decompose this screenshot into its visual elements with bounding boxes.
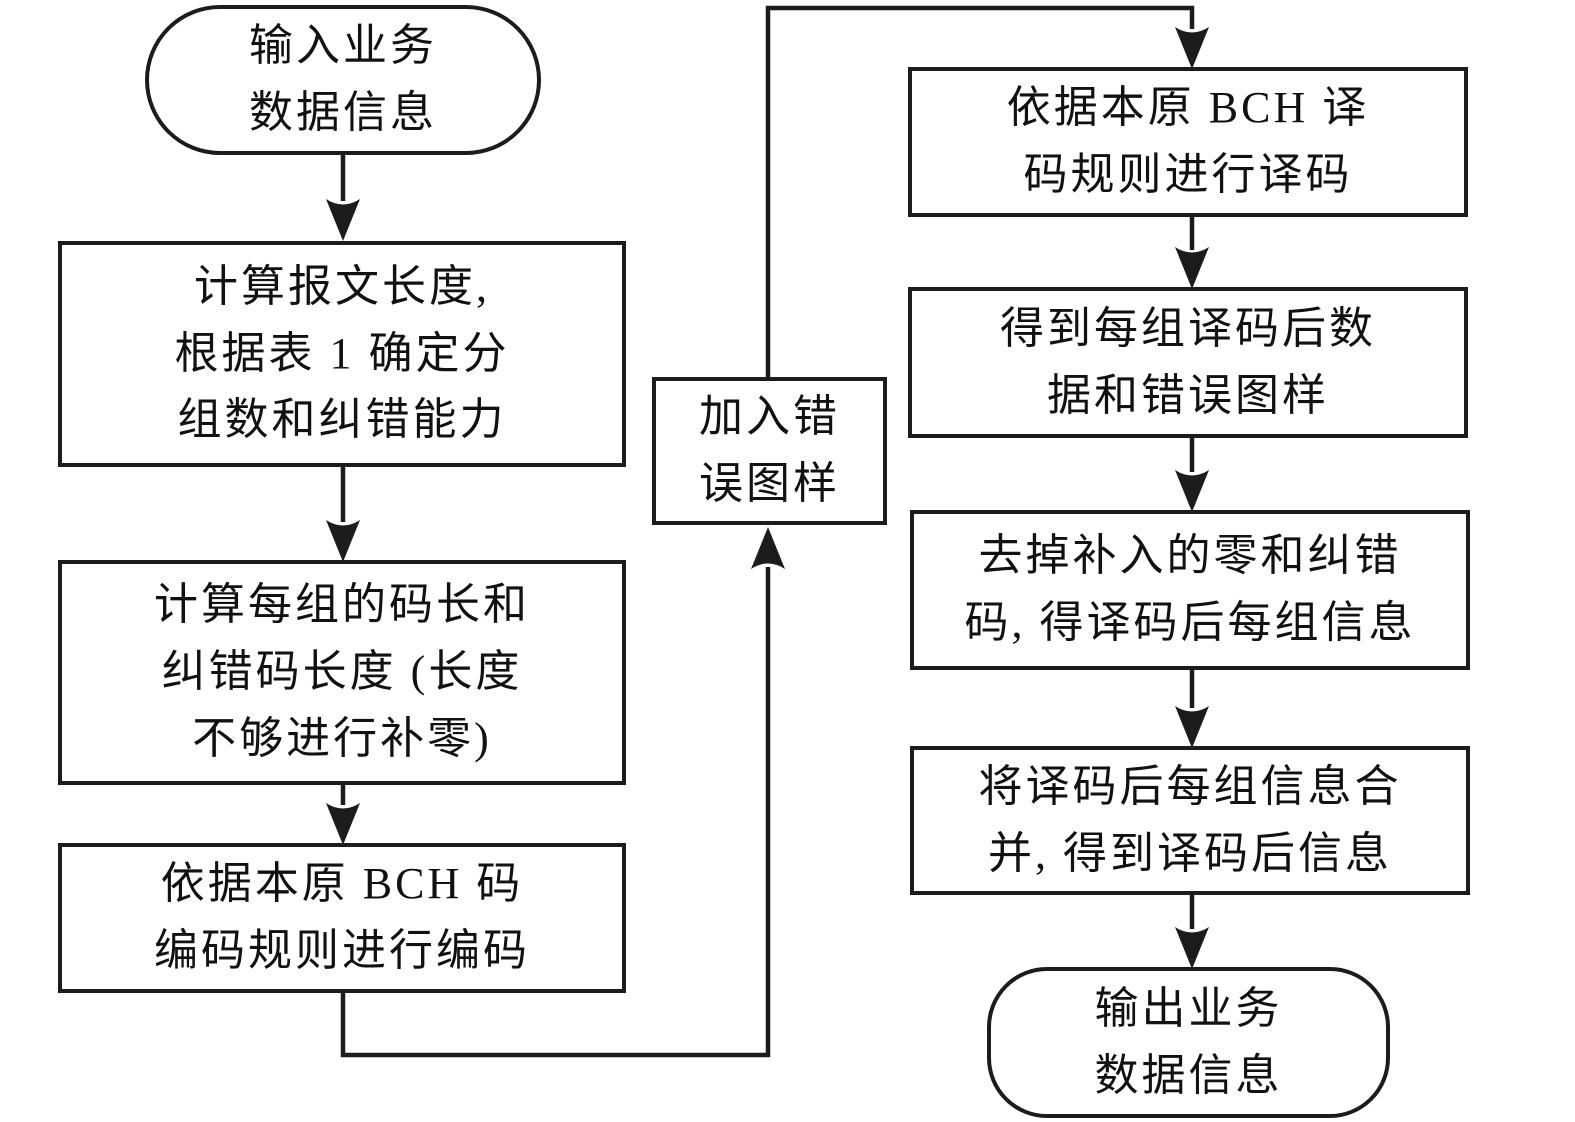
edge-encode-to-add-error-pattern [340, 567, 771, 1058]
arrowhead-merge-info [1175, 706, 1209, 748]
node-calc-code-length: 计算每组的码长和 纠错码长度 (长度 不够进行补零) [58, 560, 626, 785]
node-encode-line: 编码规则进行编码 [154, 926, 530, 975]
node-input-terminal-line: 数据信息 [249, 88, 437, 137]
arrowhead-calc-code-length [326, 520, 360, 562]
node-add-error-pattern: 加入错 误图样 [652, 377, 887, 525]
arrowhead-encode [326, 803, 360, 845]
node-encode-line: 依据本原 BCH 码 [160, 859, 524, 909]
node-decode-line: 码规则进行译码 [1023, 150, 1353, 199]
node-strip-padding-line: 去掉补入的零和纠错 [978, 531, 1402, 581]
node-input-terminal: 输入业务 数据信息 [145, 5, 541, 155]
node-calc-msg-length-line: 根据表 1 确定分 [174, 328, 510, 378]
node-add-error-pattern-line: 误图样 [699, 459, 840, 508]
edge-add-error-pattern-to-decode [765, 5, 1195, 379]
node-decode: 依据本原 BCH 译 码规则进行译码 [908, 67, 1468, 217]
arrowhead-decode [1175, 27, 1209, 69]
arrowhead-decoded-data [1175, 247, 1209, 289]
node-decoded-data-line: 得到每组译码后数 [1000, 303, 1376, 353]
node-strip-padding: 去掉补入的零和纠错 码, 得译码后每组信息 [910, 510, 1470, 670]
node-calc-code-length-line: 不够进行补零) [192, 713, 492, 763]
node-input-terminal-line: 输入业务 [249, 21, 437, 71]
node-output-terminal-line: 数据信息 [1094, 1050, 1283, 1100]
node-calc-code-length-line: 计算每组的码长和 [154, 580, 530, 630]
node-add-error-pattern-line: 加入错 [699, 392, 840, 442]
node-output-terminal: 输出业务 数据信息 [987, 967, 1390, 1118]
node-decoded-data: 得到每组译码后数 据和错误图样 [908, 287, 1468, 438]
node-calc-code-length-line: 纠错码长度 (长度 [161, 647, 523, 697]
node-calc-msg-length-line: 组数和纠错能力 [177, 395, 507, 445]
node-decode-line: 依据本原 BCH 译 [1006, 83, 1370, 133]
node-output-terminal-line: 输出业务 [1094, 983, 1283, 1033]
node-calc-msg-length: 计算报文长度, 根据表 1 确定分 组数和纠错能力 [58, 241, 626, 467]
arrowhead-add-error-pattern [751, 527, 785, 569]
arrowhead-strip-padding [1175, 470, 1209, 512]
node-merge-info-line: 并, 得到译码后信息 [988, 828, 1392, 878]
arrowhead-calc-msg-length [326, 199, 360, 241]
arrowhead-output [1175, 927, 1209, 969]
node-merge-info-line: 将译码后每组信息合 [978, 761, 1402, 811]
node-merge-info: 将译码后每组信息合 并, 得到译码后信息 [910, 746, 1470, 895]
node-calc-msg-length-line: 计算报文长度, [194, 261, 490, 311]
node-encode: 依据本原 BCH 码 编码规则进行编码 [58, 843, 626, 993]
node-decoded-data-line: 据和错误图样 [1047, 370, 1329, 420]
node-strip-padding-line: 码, 得译码后每组信息 [964, 598, 1416, 647]
